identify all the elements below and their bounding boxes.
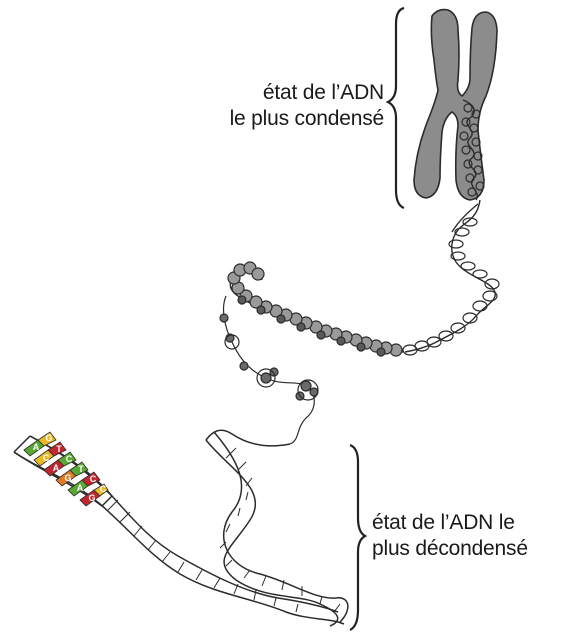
base-letter-4: T — [56, 444, 62, 454]
label-most-condensed-line1: état de l’ADN — [262, 81, 384, 104]
label-most-condensed: état de l’ADN le plus condensé — [196, 80, 385, 132]
base-letter-9: A — [77, 483, 84, 493]
base-letter-3: C — [43, 453, 50, 463]
dna-base-pair-ladder: A G C T A C G T A C G C — [13, 431, 113, 507]
beads-on-string — [219, 295, 319, 445]
label-most-decondensed-line1: état de l’ADN le — [372, 511, 515, 534]
brace-decondensed — [349, 443, 368, 631]
chromosome — [413, 8, 498, 201]
base-letter-2: G — [45, 433, 52, 443]
base-letter-7: G — [64, 473, 71, 483]
label-most-decondensed: état de l’ADN le plus décondensé — [372, 510, 557, 562]
brace-condensed — [385, 6, 405, 210]
label-most-condensed-line2: le plus condensé — [229, 107, 385, 130]
base-letter-12: C — [100, 484, 107, 494]
base-letter-10: C — [90, 474, 97, 484]
base-letter-5: A — [53, 463, 60, 473]
base-letter-1: A — [33, 442, 40, 452]
base-letter-11: G — [88, 493, 95, 503]
base-letter-6: C — [66, 454, 73, 464]
base-letter-8: T — [78, 464, 84, 474]
coiled-fiber — [402, 199, 500, 356]
label-most-decondensed-line2: plus décondensé — [372, 537, 528, 560]
chromatin-fiber — [227, 261, 405, 357]
